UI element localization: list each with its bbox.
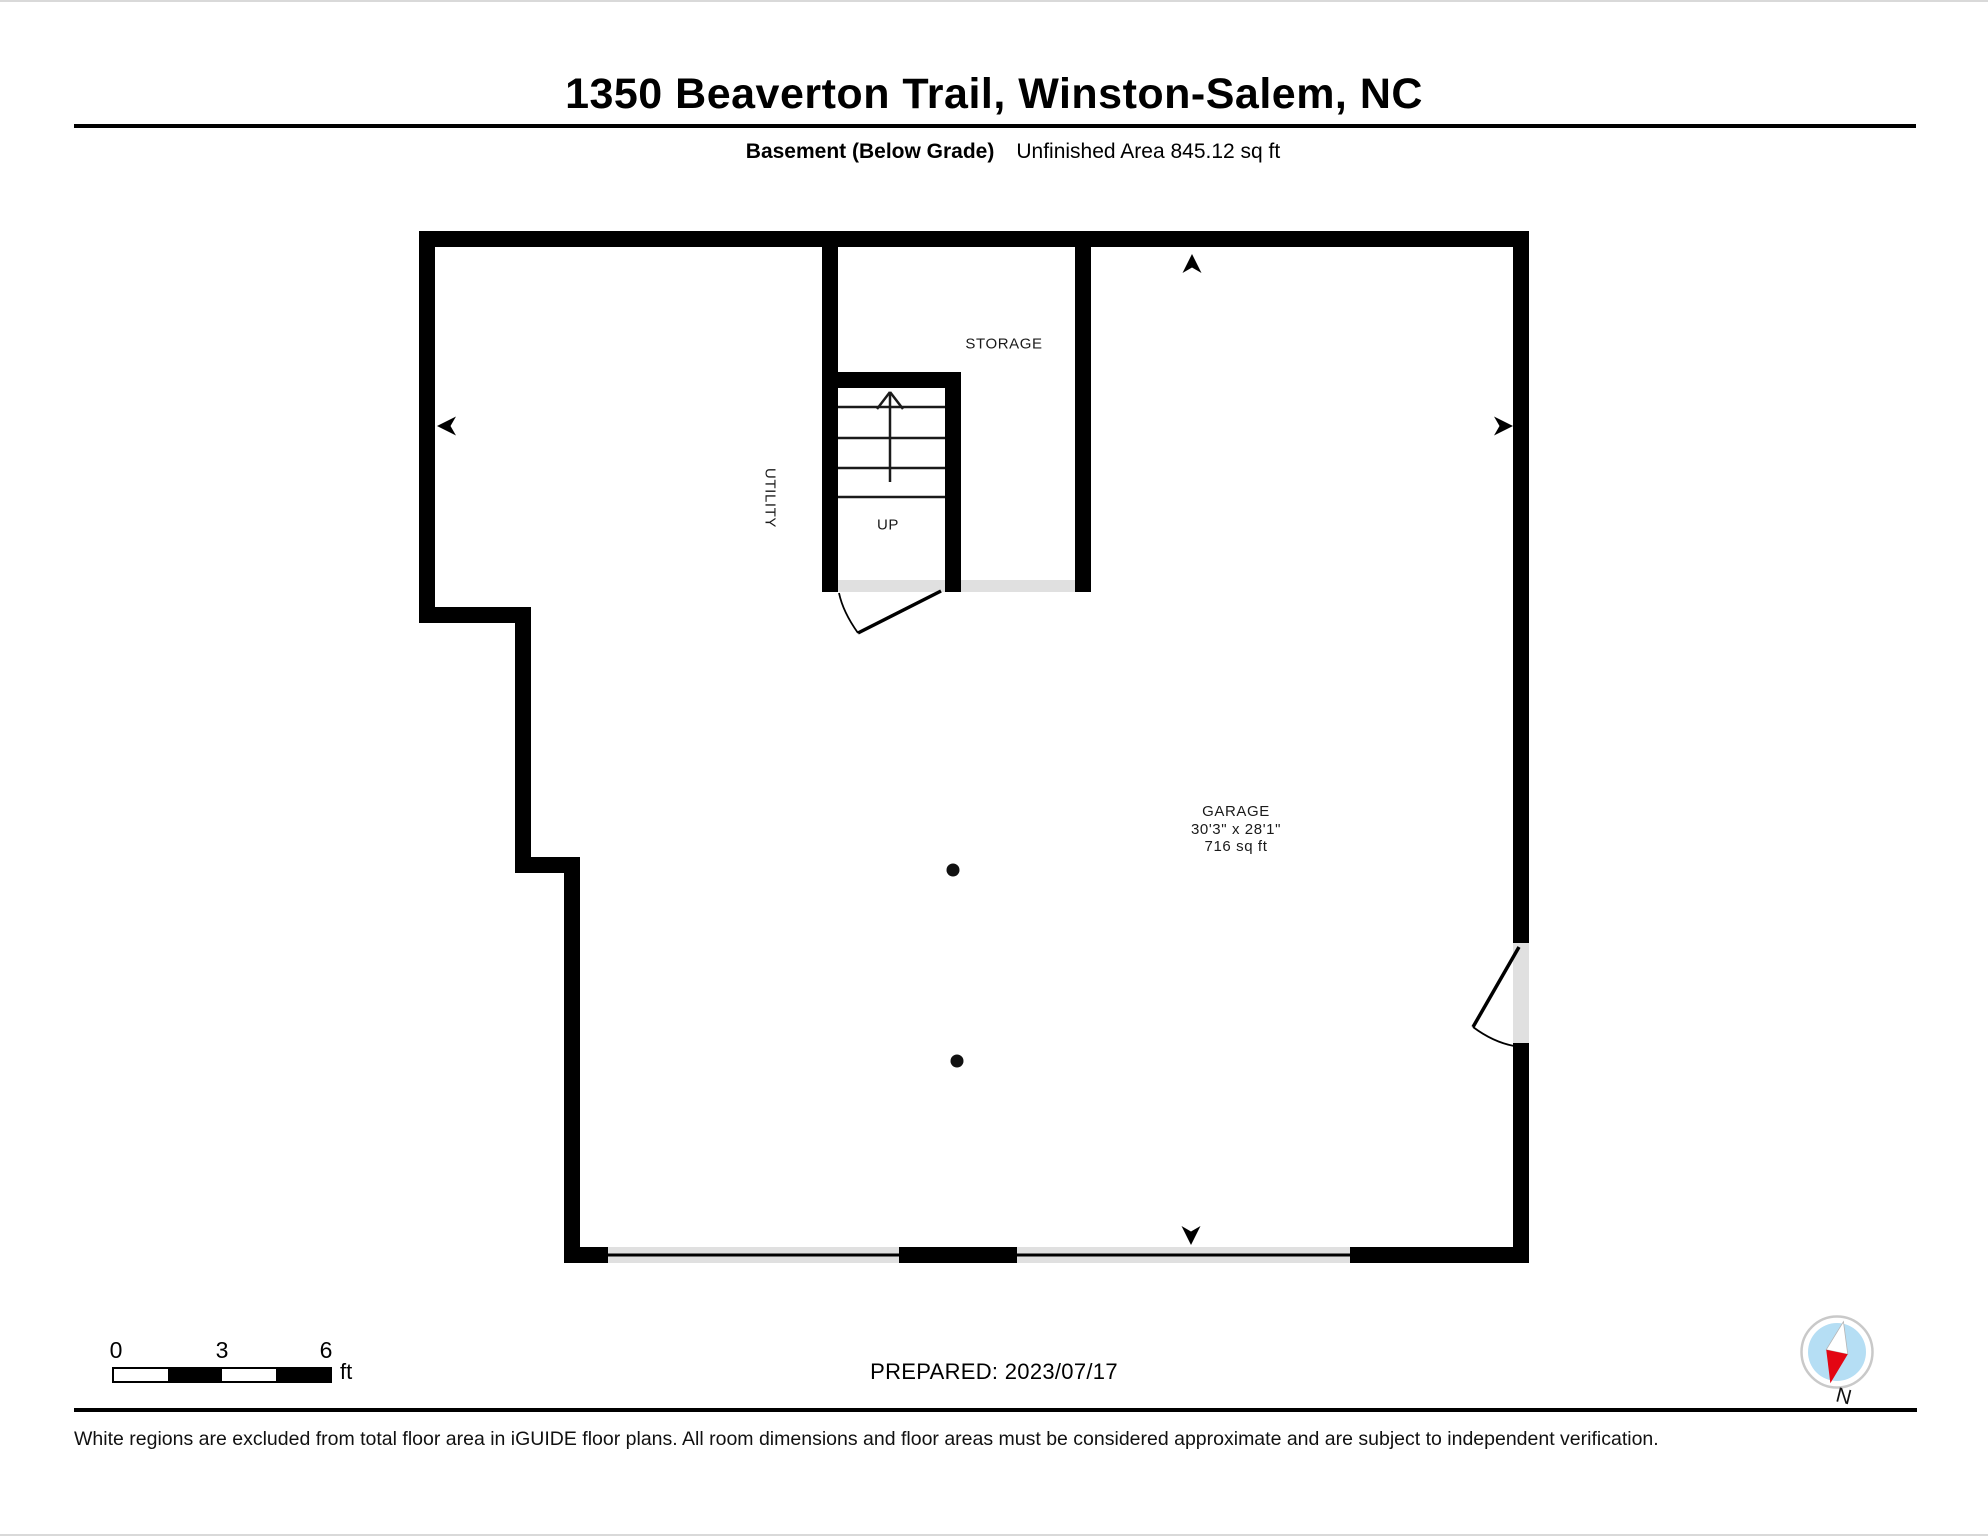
compass-icon <box>1800 1315 1874 1389</box>
garage-side-door-leaf <box>1471 946 1521 1028</box>
wall-stair-top <box>838 372 961 388</box>
footer-disclaimer: White regions are excluded from total fl… <box>74 1428 1659 1450</box>
staircase <box>838 391 945 499</box>
scalebar-tick-0: 0 <box>109 1337 123 1363</box>
wall-left-lower <box>564 857 580 1263</box>
page-title: 1350 Beaverton Trail, Winston-Salem, NC <box>565 70 1423 118</box>
extent-marker-left-icon <box>437 416 456 436</box>
garage-room-name: GARAGE <box>1202 802 1270 820</box>
stair-door-leaf <box>857 589 942 635</box>
garage-side-door-arc <box>1472 1026 1515 1047</box>
scalebar-segment-2 <box>168 1369 222 1381</box>
compass-needle-north <box>1826 1349 1848 1384</box>
extent-marker-top-icon <box>1182 254 1202 273</box>
floor-subtitle: Basement (Below Grade) Unfinished Area 84… <box>19 140 1988 164</box>
wall-openings <box>608 580 1529 1263</box>
scalebar-tick-6: 6 <box>319 1337 333 1363</box>
garage-room-dimensions: 30'3" x 28'1" <box>1190 820 1282 838</box>
wall-right-lower <box>1513 1043 1529 1263</box>
doors <box>838 589 1521 1047</box>
scalebar-tick-3: 3 <box>215 1337 229 1363</box>
wall-left-mid <box>515 607 531 873</box>
side-door-opening <box>1513 943 1529 1043</box>
wall-left-jog1 <box>419 607 531 623</box>
stair-up-arrow-head-right <box>889 391 904 410</box>
stair-door-arc <box>838 592 859 634</box>
scalebar-segment-4 <box>276 1369 330 1381</box>
wall-utility-storage-divider <box>822 247 838 592</box>
compass-needle <box>1825 1320 1849 1384</box>
wall-right-upper <box>1513 231 1529 943</box>
extent-marker-right-icon <box>1494 416 1513 436</box>
support-posts <box>946 863 964 1068</box>
garage-room-label: GARAGE 30'3" x 28'1" 716 sq ft <box>1191 803 1281 856</box>
floor-area: Unfinished Area 845.12 sq ft <box>1016 140 1281 163</box>
wall-bottom-seg3 <box>1350 1247 1529 1263</box>
support-post-2 <box>950 1054 964 1068</box>
wall-left-jog2 <box>515 857 580 873</box>
header-divider <box>74 124 1916 128</box>
scalebar-segment-3 <box>222 1369 276 1381</box>
exterior-walls <box>419 231 1529 1263</box>
page-top-border <box>0 0 1988 2</box>
interior-walls <box>822 247 1091 592</box>
scalebar-unit-label: ft <box>340 1359 353 1384</box>
footer-divider <box>74 1408 1917 1412</box>
wall-left-upper <box>419 231 435 623</box>
scalebar <box>112 1367 332 1383</box>
support-post-1 <box>946 863 960 877</box>
wall-bottom-seg2 <box>899 1247 1017 1263</box>
wall-top <box>419 231 1529 247</box>
wall-bottom-seg1 <box>564 1247 608 1263</box>
extent-marker-bottom-icon <box>1181 1226 1201 1245</box>
wall-stair-right <box>945 372 961 592</box>
stair-doorway-opening <box>838 580 945 592</box>
prepared-date: PREPARED: 2023/07/17 <box>870 1359 1118 1384</box>
stair-up-arrow-head-left <box>876 391 891 410</box>
floor-name: Basement (Below Grade) <box>745 140 995 163</box>
utility-room-label: UTILITY <box>761 467 779 529</box>
garage-room-area: 716 sq ft <box>1204 837 1268 855</box>
storage-doorway-opening <box>961 580 1075 592</box>
stair-up-label: UP <box>876 516 900 534</box>
page-bottom-border <box>0 1534 1988 1536</box>
wall-storage-right <box>1075 247 1091 592</box>
extent-markers <box>437 254 1513 1245</box>
scalebar-segment-1 <box>114 1369 168 1381</box>
storage-room-label: STORAGE <box>965 335 1043 353</box>
